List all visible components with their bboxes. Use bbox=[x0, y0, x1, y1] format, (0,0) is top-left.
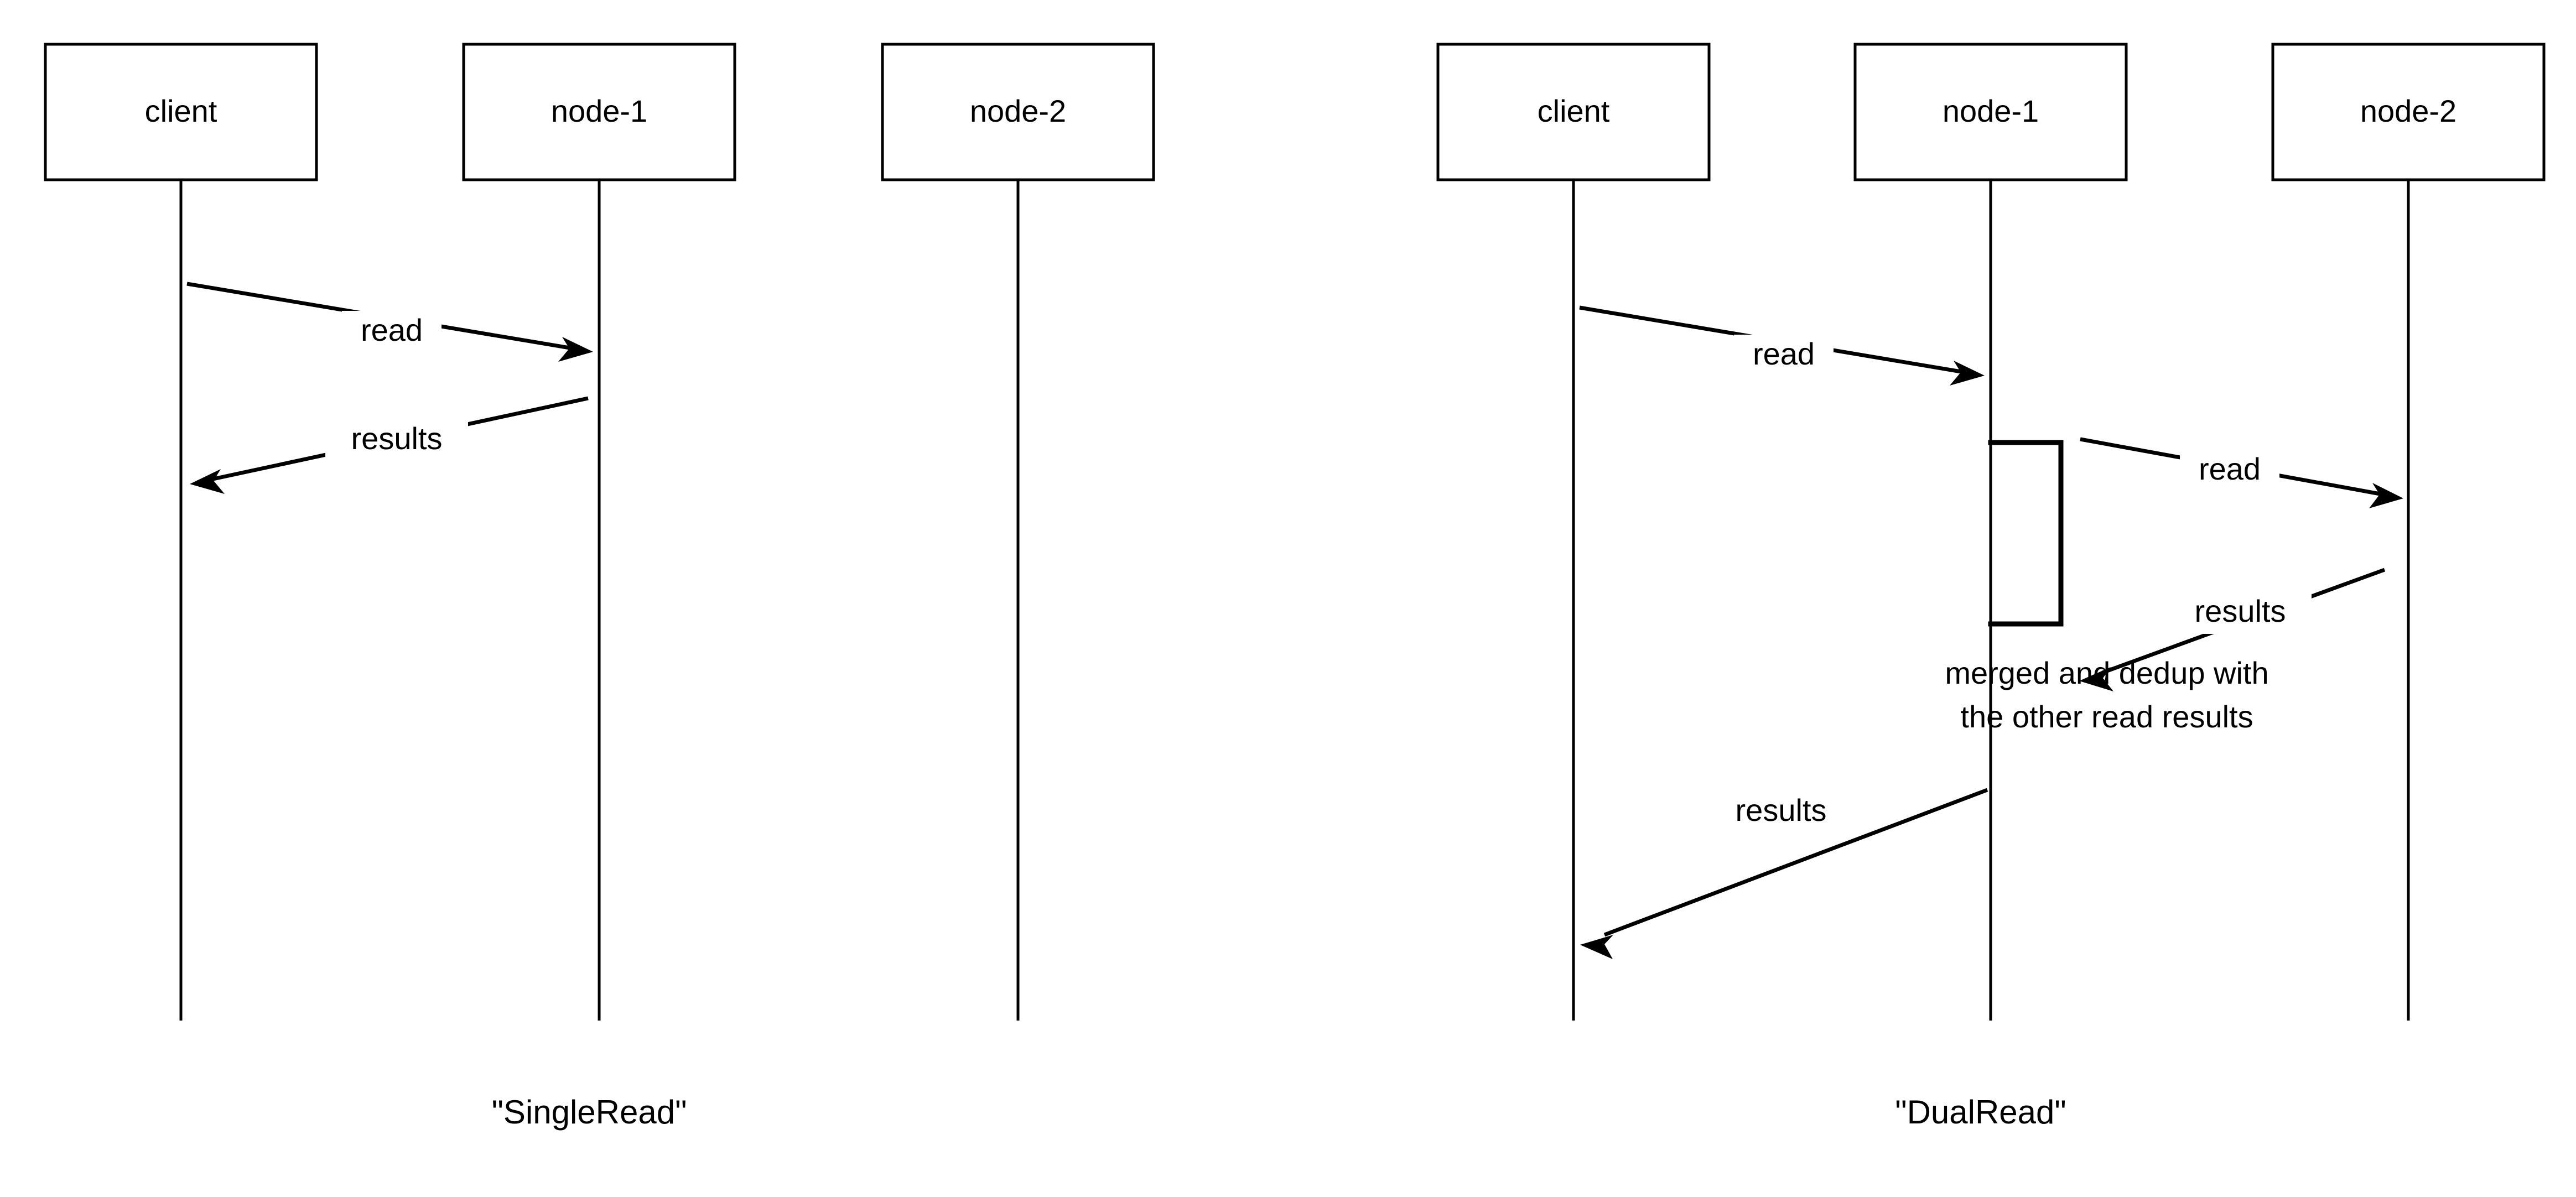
note-text-bottom: the other read results bbox=[1960, 699, 2253, 734]
panel-caption-single-read: "SingleRead" bbox=[492, 1094, 687, 1131]
message-results-node2-to-node1[interactable]: results bbox=[2079, 568, 2386, 691]
arrow-head-left bbox=[190, 469, 225, 494]
participant-node-1[interactable]: node-1 bbox=[462, 43, 736, 181]
participant-box bbox=[462, 43, 736, 181]
participant-label: client bbox=[145, 93, 217, 128]
message-results-node1-to-client[interactable]: results bbox=[190, 396, 589, 494]
arrow-head-left bbox=[1580, 935, 1613, 959]
panel-caption-dual-read: "DualRead" bbox=[1895, 1094, 2066, 1131]
participant-box bbox=[1436, 43, 1711, 181]
note-merged-dedup: merged and dedup with merged and dedup w… bbox=[1945, 655, 2268, 734]
participant-label: client bbox=[1538, 93, 1610, 128]
message-read-client-to-node1[interactable]: read bbox=[186, 282, 593, 362]
message-label-backdrop bbox=[325, 419, 468, 461]
message-label: results bbox=[351, 421, 443, 456]
arrow-head-right bbox=[558, 337, 593, 362]
participant-label: node-2 bbox=[970, 93, 1066, 128]
participant-node-1[interactable]: node-1 bbox=[1853, 43, 2128, 181]
participant-label: node-1 bbox=[1943, 93, 2039, 128]
participant-client[interactable]: client bbox=[1436, 43, 1711, 181]
participant-box bbox=[44, 43, 318, 181]
message-label: results bbox=[2195, 594, 2286, 628]
activation-bracket-path bbox=[1988, 440, 2064, 627]
note-text-top: merged and dedup with bbox=[1945, 655, 2268, 690]
message-label-backdrop bbox=[2180, 450, 2279, 492]
message-label: read bbox=[1753, 336, 1815, 371]
message-read-client-to-node1[interactable]: read bbox=[1579, 305, 1985, 386]
activation-bracket-node-1 bbox=[1988, 440, 2064, 627]
message-line bbox=[1603, 788, 1988, 937]
message-label-backdrop bbox=[1734, 335, 1834, 377]
message-label-backdrop bbox=[342, 311, 442, 353]
message-label-backdrop bbox=[1710, 791, 1852, 833]
message-label: read bbox=[2199, 451, 2261, 486]
arrow-head-left bbox=[2079, 667, 2113, 691]
participant-box bbox=[881, 43, 1155, 181]
participant-label: node-1 bbox=[551, 93, 647, 128]
panel-dual-read: client node-1 node-2 read bbox=[1436, 43, 2546, 1131]
arrow-head-right bbox=[2369, 483, 2403, 508]
participant-box bbox=[1853, 43, 2128, 181]
message-label: results bbox=[1736, 793, 1827, 828]
participant-node-2[interactable]: node-2 bbox=[881, 43, 1155, 181]
participant-box bbox=[2271, 43, 2546, 181]
participant-label: node-2 bbox=[2360, 93, 2456, 128]
arrow-head-right bbox=[1950, 361, 1985, 386]
message-label-backdrop bbox=[2169, 592, 2312, 634]
panel-single-read: client node-1 node-2 read bbox=[44, 43, 1155, 1131]
message-label: read bbox=[361, 313, 423, 347]
message-results-node1-to-client[interactable]: results bbox=[1580, 788, 1988, 959]
participant-node-2[interactable]: node-2 bbox=[2271, 43, 2546, 181]
message-read-node1-to-node2[interactable]: read bbox=[2080, 437, 2403, 508]
participant-client[interactable]: client bbox=[44, 43, 318, 181]
